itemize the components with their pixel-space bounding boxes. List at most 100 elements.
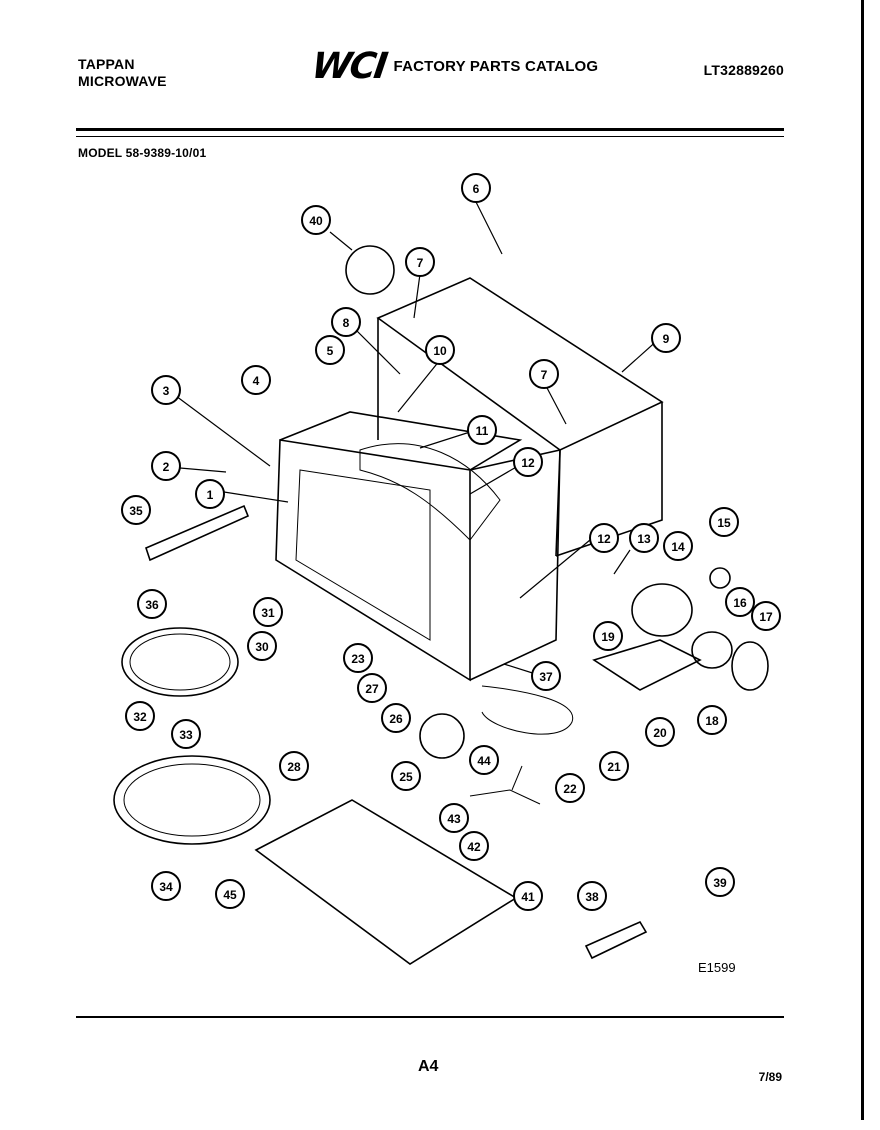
blower-plate-illustration [731,641,769,691]
callout-label: 9 [663,332,670,346]
callout-10: 10 [425,335,455,365]
page-code: A4 [418,1058,439,1075]
callout-21: 21 [599,751,629,781]
callout-42: 42 [459,831,489,861]
callout-label: 41 [521,890,535,904]
callout-44: 44 [469,745,499,775]
revision-date: 7/89 [758,1070,782,1084]
callout-12: 12 [513,447,543,477]
callout-label: 17 [759,610,773,624]
callout-label: 43 [447,812,461,826]
footer-rule [76,1016,784,1018]
callout-label: 6 [473,182,480,196]
callout-41: 41 [513,881,543,911]
callout-12: 12 [589,523,619,553]
callout-label: 36 [145,598,159,612]
model-number: MODEL 58-9389-10/01 [78,146,207,160]
header-rule-thin [76,136,784,137]
catalog-title: FACTORY PARTS CATALOG [393,58,599,75]
callout-11: 11 [467,415,497,445]
brand-block: TAPPAN MICROWAVE [78,56,167,90]
callout-label: 12 [521,456,535,470]
callout-label: 7 [417,256,424,270]
callout-18: 18 [697,705,727,735]
callout-label: 5 [327,344,334,358]
callout-label: 39 [713,876,727,890]
callout-label: 4 [253,374,260,388]
callout-27: 27 [357,673,387,703]
callout-label: 34 [159,880,173,894]
callout-label: 31 [261,606,275,620]
callout-23: 23 [343,643,373,673]
callout-label: 23 [351,652,365,666]
callout-17: 17 [751,601,781,631]
callout-label: 40 [309,214,323,228]
callout-label: 30 [255,640,269,654]
blower-wheel-illustration [691,631,733,669]
callout-label: 28 [287,760,301,774]
bottom-plate-illustration [254,799,518,965]
callout-label: 32 [133,710,147,724]
callout-label: 42 [467,840,481,854]
callout-label: 45 [223,888,237,902]
callout-13: 13 [629,523,659,553]
callout-37: 37 [531,661,561,691]
callout-label: 11 [476,424,489,438]
stirrer-assembly-illustration [469,789,541,805]
blower-nut-illustration [709,567,731,589]
callout-label: 18 [705,714,719,728]
callout-label: 7 [541,368,548,382]
callout-36: 36 [137,589,167,619]
callout-26: 26 [381,703,411,733]
callout-label: 38 [585,890,599,904]
callout-1: 1 [195,479,225,509]
callout-38: 38 [577,881,607,911]
callout-label: 3 [163,384,170,398]
stirrer-cover-illustration [419,713,465,759]
header-rule [76,128,784,131]
vent-grille-illustration [145,504,250,562]
callout-45: 45 [215,879,245,909]
callout-35: 35 [121,495,151,525]
callout-14: 14 [663,531,693,561]
callout-19: 19 [593,621,623,651]
callout-7: 7 [405,247,435,277]
callout-30: 30 [247,631,277,661]
callout-label: 1 [207,488,214,502]
stirrer-fan-illustration [345,245,395,295]
callout-label: 35 [129,504,143,518]
roller-ring-illustration [121,627,239,697]
brand-line-2: MICROWAVE [78,73,167,89]
page-edge-bar [861,0,864,1120]
callout-label: 21 [607,760,621,774]
callout-32: 32 [125,701,155,731]
callout-40: 40 [301,205,331,235]
callout-34: 34 [151,871,181,901]
power-cord-illustration [481,685,574,735]
air-duct-illustration [592,639,702,691]
outer-case-illustration [376,277,664,557]
callout-31: 31 [253,597,283,627]
callout-6: 6 [461,173,491,203]
callout-15: 15 [709,507,739,537]
callout-label: 13 [637,532,651,546]
callout-label: 25 [399,770,413,784]
callout-label: 14 [671,540,685,554]
callout-label: 12 [597,532,611,546]
callout-label: 26 [389,712,403,726]
brand-line-1: TAPPAN [78,56,135,72]
callout-16: 16 [725,587,755,617]
glass-tray-illustration [113,755,271,845]
callout-label: 44 [477,754,491,768]
callout-label: 15 [717,516,731,530]
callout-label: 8 [343,316,350,330]
callout-label: 16 [733,596,747,610]
callout-2: 2 [151,451,181,481]
callout-label: 20 [653,726,667,740]
callout-label: 37 [539,670,553,684]
callout-label: 10 [433,344,447,358]
callout-28: 28 [279,751,309,781]
document-number: LT32889260 [703,62,784,78]
